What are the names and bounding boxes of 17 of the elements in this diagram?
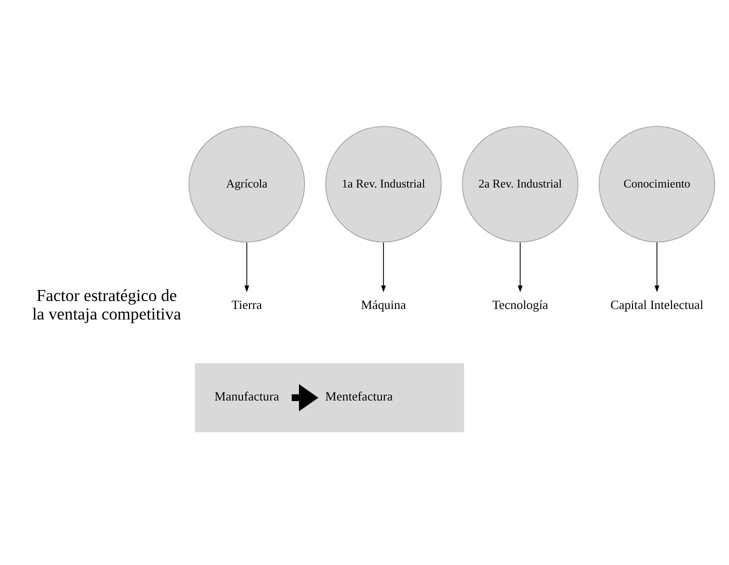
node-circle: 1a Rev. Industrial — [325, 126, 442, 242]
arrow — [518, 242, 523, 292]
node-text: Tierra — [232, 298, 262, 312]
label: Factor estratégico de la ventaja competitiva — [32, 286, 182, 324]
arrow — [654, 242, 660, 292]
node-circle: 2a Rev. Industrial — [462, 126, 578, 242]
node-text: Manufactura — [214, 390, 280, 404]
arrow — [381, 242, 386, 292]
arrow — [244, 242, 250, 292]
node-text: Capital Intelectual — [610, 298, 704, 312]
node-circle: Agrícola — [188, 126, 305, 242]
node-text: Mentefactura — [325, 390, 393, 404]
cluster — [194, 363, 464, 432]
node-text: Tecnología — [492, 298, 548, 312]
node-circle: Conocimiento — [598, 126, 716, 242]
arrow — [292, 384, 318, 412]
node-text: Máquina — [361, 298, 406, 312]
